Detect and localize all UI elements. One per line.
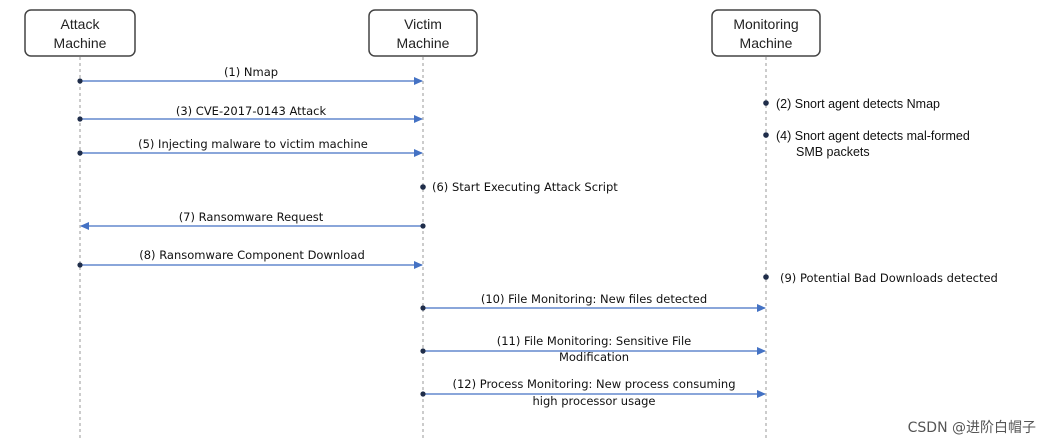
- monitoring-machine-label-line1: Monitoring: [733, 16, 798, 32]
- message-7-origin-dot: [420, 223, 426, 229]
- message-1: (1) Nmap: [77, 65, 423, 85]
- note-4: (4) Snort agent detects mal-formed SMB p…: [763, 129, 970, 159]
- message-10-origin-dot: [420, 305, 426, 311]
- message-12-origin-dot: [420, 391, 426, 397]
- attack-machine-box: [24, 9, 136, 57]
- message-12-label-line1: (12) Process Monitoring: New process con…: [452, 377, 735, 391]
- attack-machine-label-line2: Machine: [54, 35, 107, 51]
- message-11-origin-dot: [420, 348, 426, 354]
- monitoring-machine-box: [711, 9, 821, 57]
- note-2: (2) Snort agent detects Nmap: [763, 97, 940, 111]
- note-4-label-line2: SMB packets: [796, 145, 870, 159]
- message-12-label-line2: high processor usage: [532, 394, 655, 408]
- note-4-label-line1: (4) Snort agent detects mal-formed: [776, 129, 970, 143]
- attack-machine-actor: Attack Machine: [24, 9, 136, 57]
- note-9-dot: [763, 274, 769, 280]
- note-6-dot: [420, 184, 426, 190]
- message-5-origin-dot: [77, 150, 83, 156]
- message-7: (7) Ransomware Request: [80, 210, 426, 230]
- victim-machine-label-line1: Victim: [404, 16, 442, 32]
- note-6-label: (6) Start Executing Attack Script: [432, 180, 618, 194]
- message-5: (5) Injecting malware to victim machine: [77, 137, 423, 157]
- note-2-dot: [763, 100, 769, 106]
- message-8-label: (8) Ransomware Component Download: [139, 248, 365, 262]
- message-1-origin-dot: [77, 78, 83, 84]
- message-11-label-line1: (11) File Monitoring: Sensitive File: [497, 334, 692, 348]
- note-2-label: (2) Snort agent detects Nmap: [776, 97, 940, 111]
- monitoring-machine-label-line2: Machine: [740, 35, 793, 51]
- note-4-dot: [763, 132, 769, 138]
- message-7-label: (7) Ransomware Request: [179, 210, 324, 224]
- message-5-label: (5) Injecting malware to victim machine: [138, 137, 368, 151]
- watermark-text: CSDN @进阶白帽子: [908, 420, 1036, 436]
- message-3-origin-dot: [77, 116, 83, 122]
- attack-machine-label-line1: Attack: [61, 16, 101, 32]
- victim-machine-actor: Victim Machine: [368, 9, 478, 57]
- message-10: (10) File Monitoring: New files detected: [420, 292, 766, 312]
- victim-machine-box: [368, 9, 478, 57]
- message-3-label: (3) CVE-2017-0143 Attack: [176, 104, 327, 118]
- note-9-label: (9) Potential Bad Downloads detected: [780, 271, 998, 285]
- message-11-label-line2: Modification: [559, 350, 629, 364]
- message-3: (3) CVE-2017-0143 Attack: [77, 104, 423, 123]
- message-8-origin-dot: [77, 262, 83, 268]
- victim-machine-label-line2: Machine: [397, 35, 450, 51]
- message-11: (11) File Monitoring: Sensitive File Mod…: [420, 334, 766, 364]
- monitoring-machine-actor: Monitoring Machine: [711, 9, 821, 57]
- note-6: (6) Start Executing Attack Script: [420, 180, 618, 194]
- message-8: (8) Ransomware Component Download: [77, 248, 423, 269]
- message-10-label: (10) File Monitoring: New files detected: [481, 292, 707, 306]
- note-9: (9) Potential Bad Downloads detected: [763, 271, 998, 285]
- message-1-label: (1) Nmap: [224, 65, 278, 79]
- message-12: (12) Process Monitoring: New process con…: [420, 377, 766, 408]
